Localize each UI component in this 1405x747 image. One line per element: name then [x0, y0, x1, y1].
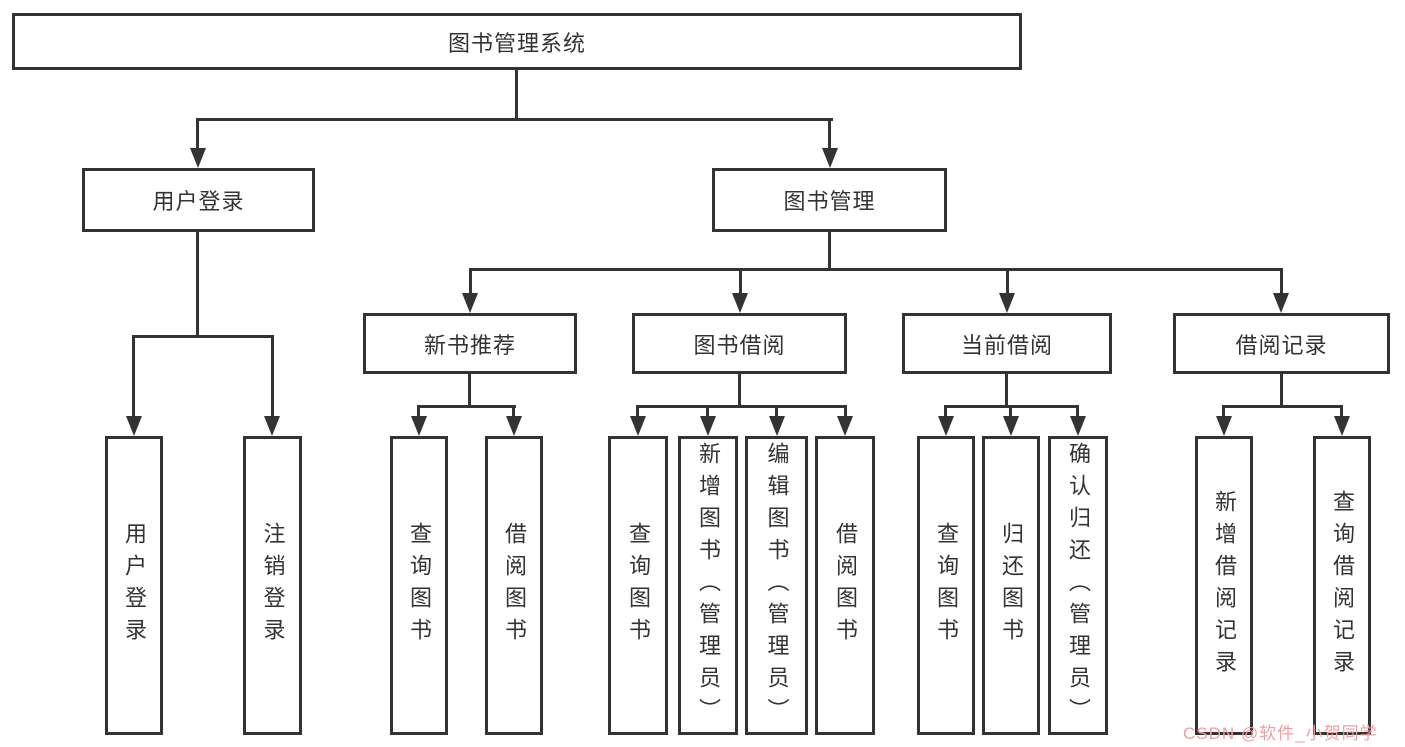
connector-line [1280, 374, 1283, 408]
connector-line [515, 70, 518, 120]
arrow-down-icon [462, 293, 478, 313]
node-book-borrow: 图书借阅 [632, 313, 847, 374]
leaf-newbook-query: 查询图书 [390, 436, 448, 735]
arrow-down-icon [822, 148, 838, 168]
arrow-down-icon [190, 148, 206, 168]
leaf-borrow-query: 查询图书 [608, 436, 668, 735]
node-library-system: 图书管理系统 [12, 13, 1022, 70]
watermark-text: CSDN @软件_小贺同学 [1183, 724, 1378, 743]
arrow-down-icon [938, 416, 954, 436]
connector-line [1222, 405, 1225, 421]
connector-line [944, 405, 947, 421]
arrow-down-icon [1216, 416, 1232, 436]
connector-line [197, 118, 833, 121]
leaf-current-query: 查询图书 [917, 436, 975, 735]
connector-line [417, 405, 420, 421]
connector-line [1280, 268, 1283, 296]
connector-line [828, 118, 831, 152]
leaf-borrow-edit-admin: 编辑图书（管理员） [745, 436, 808, 735]
arrow-down-icon [630, 416, 646, 436]
leaf-logout: 注销登录 [243, 436, 302, 735]
arrow-down-icon [1003, 416, 1019, 436]
arrow-down-icon [769, 416, 785, 436]
leaf-current-return: 归还图书 [982, 436, 1040, 735]
connector-line [775, 405, 778, 421]
leaf-record-query: 查询借阅记录 [1313, 436, 1371, 735]
connector-line [1076, 405, 1079, 421]
connector-line [468, 374, 471, 408]
connector-line [1340, 405, 1343, 421]
connector-line [738, 374, 741, 408]
connector-line [132, 335, 135, 419]
node-borrow-record: 借阅记录 [1173, 313, 1390, 374]
arrow-down-icon [837, 416, 853, 436]
connector-line [706, 405, 709, 421]
connector-line [637, 405, 847, 408]
arrow-down-icon [506, 416, 522, 436]
arrow-down-icon [126, 416, 142, 436]
arrow-down-icon [999, 293, 1015, 313]
connector-line [1006, 268, 1009, 296]
connector-line [133, 335, 274, 338]
connector-line [1005, 374, 1008, 408]
node-current-borrow: 当前借阅 [902, 313, 1112, 374]
arrow-down-icon [700, 416, 716, 436]
connector-line [636, 405, 639, 421]
leaf-borrow-borrow: 借阅图书 [815, 436, 875, 735]
leaf-record-add: 新增借阅记录 [1195, 436, 1253, 735]
connector-line [196, 118, 199, 152]
arrow-down-icon [1070, 416, 1086, 436]
connector-line [418, 405, 516, 408]
connector-line [844, 405, 847, 421]
connector-line [271, 335, 274, 419]
arrow-down-icon [264, 416, 280, 436]
arrow-down-icon [1334, 416, 1350, 436]
connector-line [196, 232, 199, 338]
arrow-down-icon [1273, 293, 1289, 313]
connector-line [1223, 405, 1343, 408]
connector-line [512, 405, 515, 421]
leaf-user-login: 用户登录 [105, 436, 163, 735]
connector-line [945, 405, 1079, 408]
leaf-current-confirm-admin: 确认归还（管理员） [1048, 436, 1108, 735]
leaf-newbook-borrow: 借阅图书 [485, 436, 543, 735]
connector-line [469, 268, 1283, 271]
connector-line [828, 232, 831, 271]
node-new-book-recommend: 新书推荐 [363, 313, 577, 374]
connector-line [469, 268, 472, 296]
connector-line [739, 268, 742, 296]
arrow-down-icon [411, 416, 427, 436]
leaf-borrow-add-admin: 新增图书（管理员） [678, 436, 738, 735]
connector-line [1009, 405, 1012, 421]
node-user-login: 用户登录 [82, 168, 315, 232]
node-book-management: 图书管理 [712, 168, 947, 232]
arrow-down-icon [732, 293, 748, 313]
